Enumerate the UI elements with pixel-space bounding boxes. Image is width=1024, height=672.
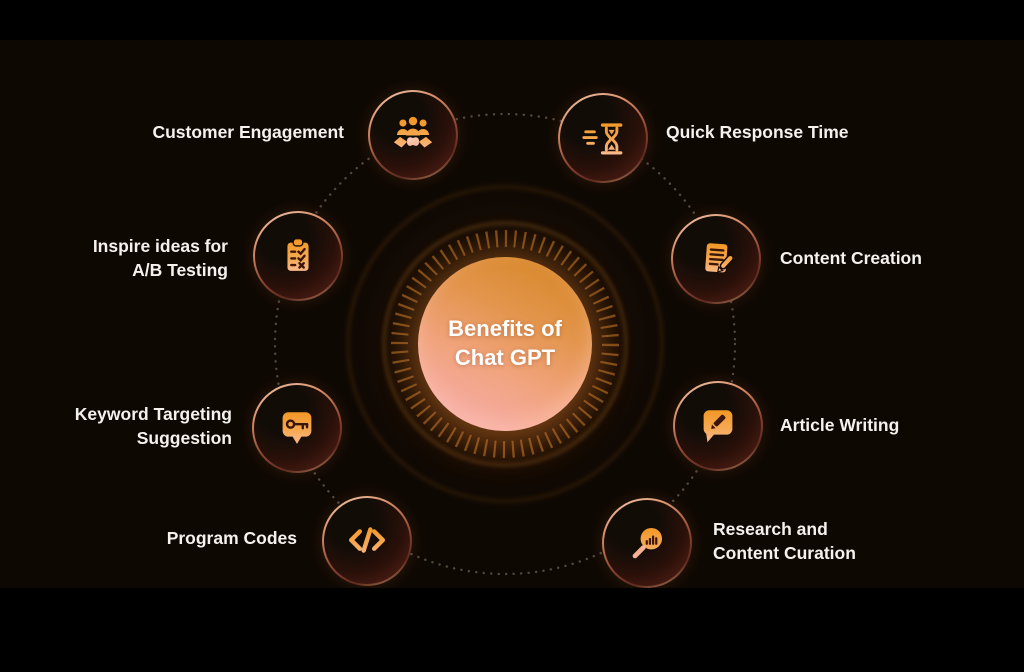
badge-article-writing xyxy=(673,381,763,471)
badge-quick-response-time xyxy=(558,93,648,183)
badge-inner xyxy=(675,383,761,469)
label-content-creation: Content Creation xyxy=(780,248,922,269)
badge-research-curation xyxy=(602,498,692,588)
label-research-curation: Research and Content Curation xyxy=(713,519,856,563)
badge-keyword-targeting xyxy=(252,383,342,473)
badge-customer-engagement xyxy=(368,90,458,180)
code-brackets-icon xyxy=(348,527,386,553)
badge-inner xyxy=(604,500,690,586)
infographic-stage: Benefits of Chat GPT Custo xyxy=(0,40,1024,588)
speed-hourglass-icon xyxy=(582,123,623,155)
key-speech-bubble-icon xyxy=(282,412,312,444)
label-quick-response-time: Quick Response Time xyxy=(666,122,849,143)
label-article-writing: Article Writing xyxy=(780,415,900,436)
badge-inner xyxy=(254,385,340,471)
checklist-clipboard-icon xyxy=(287,238,309,271)
center-circle: Benefits of Chat GPT xyxy=(418,257,592,431)
label-ab-testing: Inspire ideas for A/B Testing xyxy=(92,236,228,280)
document-pen-icon xyxy=(705,243,734,273)
label-keyword-targeting: Keyword Targeting Suggestion xyxy=(74,404,232,448)
badge-inner xyxy=(673,216,759,302)
badge-ab-testing xyxy=(253,211,343,301)
badge-inner xyxy=(255,213,341,299)
badge-inner xyxy=(370,92,456,178)
magnifier-bar-chart-icon xyxy=(632,527,663,559)
badge-inner xyxy=(560,95,646,181)
people-handshake-icon xyxy=(393,116,433,148)
pencil-speech-bubble-icon xyxy=(703,410,733,443)
center-title: Benefits of Chat GPT xyxy=(448,316,562,370)
label-program-codes: Program Codes xyxy=(166,528,297,549)
label-customer-engagement: Customer Engagement xyxy=(152,122,344,143)
badge-inner xyxy=(324,498,410,584)
badge-content-creation xyxy=(671,214,761,304)
badge-program-codes xyxy=(322,496,412,586)
